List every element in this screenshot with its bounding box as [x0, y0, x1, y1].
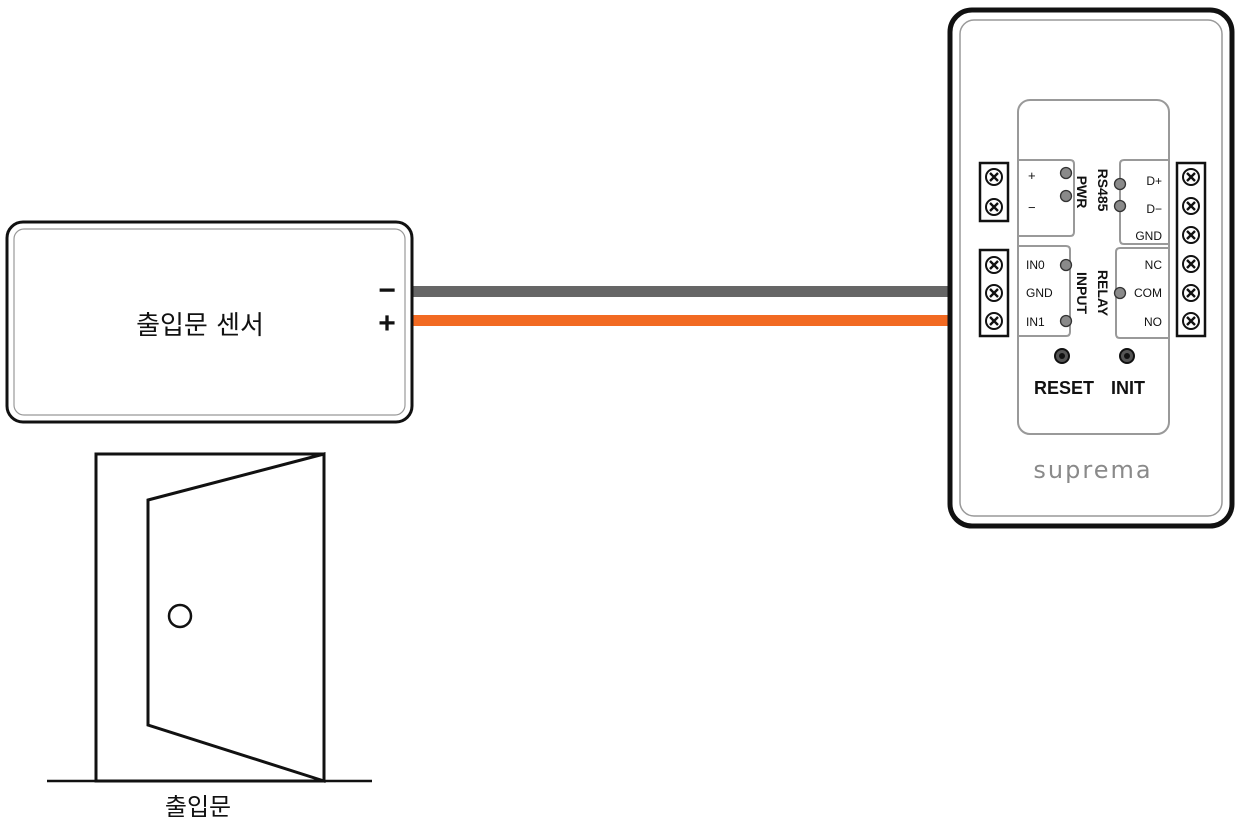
screw-icon: [1182, 255, 1200, 273]
device-inner-shell: [959, 19, 1223, 517]
relay-pin-nc: NC: [1145, 258, 1163, 272]
screw-icon: [1182, 226, 1200, 244]
screw-icon: [985, 168, 1003, 186]
pin-dots: [1059, 166, 1127, 328]
pwr-section: [1018, 159, 1075, 237]
right-screw-block: [1175, 161, 1207, 338]
door-illustration: 출입문: [47, 452, 372, 821]
relay-pin-com: COM: [1134, 286, 1162, 300]
left-pwr-screw-block: [978, 161, 1010, 223]
left-input-screw-block: [978, 248, 1010, 338]
screw-icon: [985, 198, 1003, 216]
sensor-outer-frame: [5, 220, 414, 424]
door-leaf: [146, 452, 326, 784]
rs485-pin-dminus: D−: [1146, 202, 1162, 216]
suprema-device: + − D+ D− GND IN0 GND IN1 NC COM NO PWR …: [947, 7, 1235, 529]
screw-block-frame: [1175, 161, 1207, 338]
input-section: [1018, 245, 1071, 337]
sensor-minus-label: −: [378, 274, 396, 307]
input-pin-gnd: GND: [1026, 286, 1053, 300]
screw-icon: [985, 256, 1003, 274]
input-pin-in0: IN0: [1026, 258, 1045, 272]
screw-icon: [1182, 284, 1200, 302]
pwr-title: PWR: [1074, 176, 1090, 209]
input-pin-in1: IN1: [1026, 315, 1045, 329]
pwr-plus-pin: [1059, 166, 1073, 180]
door-knob: [167, 603, 193, 629]
sensor-plus-label: +: [378, 307, 396, 340]
pwr-pin-plus: +: [1028, 168, 1036, 183]
rs485-title: RS485: [1095, 169, 1111, 212]
positive-wire: [410, 315, 960, 326]
screw-icon: [1182, 168, 1200, 186]
input-title: INPUT: [1074, 272, 1090, 314]
rs485-pin-gnd: GND: [1135, 229, 1162, 243]
init-button: [1119, 348, 1135, 364]
rs485-dminus-pin: [1113, 199, 1127, 213]
input-in1-pin: [1059, 314, 1073, 328]
screw-icon: [1182, 197, 1200, 215]
relay-com-pin: [1113, 286, 1127, 300]
pwr-pin-minus: −: [1028, 200, 1036, 215]
rs485-pin-dplus: D+: [1146, 174, 1162, 188]
relay-pin-no: NO: [1144, 315, 1162, 329]
sensor-inner-frame: [13, 228, 406, 416]
sensor-label: 출입문 센서: [136, 311, 264, 341]
brand-logo: suprema: [1033, 456, 1152, 484]
relay-title: RELAY: [1095, 270, 1111, 317]
screw-icon: [985, 312, 1003, 330]
negative-wire: [410, 286, 960, 297]
init-label: INIT: [1111, 378, 1145, 398]
rs485-dplus-pin: [1113, 177, 1127, 191]
reset-button: [1054, 348, 1070, 364]
input-in0-pin: [1059, 258, 1073, 272]
screw-icon: [1182, 312, 1200, 330]
screw-icon: [985, 284, 1003, 302]
door-label: 출입문: [165, 793, 231, 821]
pwr-minus-pin: [1059, 189, 1073, 203]
reset-label: RESET: [1034, 378, 1094, 398]
door-sensor: 출입문 센서 − +: [5, 220, 414, 424]
